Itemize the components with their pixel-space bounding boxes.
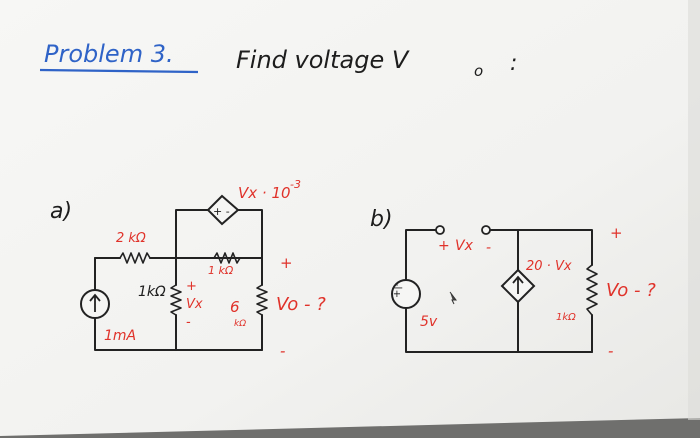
- resistor-a-mid: [170, 284, 182, 316]
- problem-label: Problem 3.: [44, 40, 174, 68]
- r-top-label-a: 2 kΩ: [116, 231, 146, 246]
- resistor-b: [586, 264, 598, 316]
- vx-minus-b: -: [486, 240, 491, 256]
- resistor-a-load: [256, 284, 268, 316]
- circuit-b: b) +|- + Vx - 5v 20 · Vx 1kΩ + Vo - ? -: [370, 207, 656, 360]
- dep-source-polarity-a: + -: [213, 205, 230, 218]
- vo-minus-a: -: [280, 342, 285, 360]
- r-label-b: 1kΩ: [556, 312, 576, 323]
- wire-a-dep-left: [175, 209, 209, 259]
- vx-plus-a: +: [186, 279, 197, 294]
- voltage-source-b: [391, 279, 421, 309]
- wire-b-bottom: [405, 307, 593, 353]
- circuit-b-label: b): [370, 207, 393, 232]
- dep-voltage-source-a: [206, 194, 240, 226]
- vo-plus-a: +: [280, 254, 293, 272]
- wire-b-top: [489, 229, 593, 266]
- circuit-a-label: a): [50, 199, 72, 224]
- arrow-up-icon: [512, 275, 524, 294]
- instruction-subscript: o: [474, 62, 483, 80]
- wire-b-left-top: [405, 229, 437, 281]
- r-mid-label-a: 1kΩ: [138, 284, 166, 300]
- instruction-text: Find voltage V: [236, 46, 410, 74]
- arrow-up-icon: [89, 293, 101, 312]
- dep-current-label-b: 20 · Vx: [526, 259, 572, 274]
- vx-label-a: Vx: [186, 297, 203, 312]
- title-underline: [39, 68, 199, 74]
- circuit-a: a) + - Vx · 10 -3 2 kΩ 1 kΩ 1kΩ + Vx: [50, 178, 326, 360]
- current-source-label-a: 1mA: [104, 328, 136, 344]
- instruction-colon: :: [510, 51, 517, 76]
- terminal-b-left: [435, 225, 445, 235]
- cursor-icon: [449, 291, 457, 305]
- vo-plus-b: +: [610, 224, 623, 242]
- dep-source-label-a: Vx · 10: [238, 184, 291, 202]
- terminal-b-right: [481, 225, 491, 235]
- voltage-source-polarity-b: +|-: [392, 282, 403, 298]
- vo-label-b: Vo - ?: [606, 280, 656, 301]
- vx-label-b: Vx: [455, 238, 474, 254]
- title-group: Problem 3. Find voltage V o :: [39, 40, 517, 80]
- voltage-source-label-b: 5v: [420, 314, 438, 330]
- vo-label-a: Vo - ?: [276, 294, 326, 315]
- wire-a-bottom: [94, 317, 263, 351]
- resistor-a-top: [119, 252, 151, 264]
- vx-plus-b: +: [438, 238, 450, 254]
- r-load-unit-a: kΩ: [234, 319, 246, 329]
- resistor-a-top-right: [213, 252, 241, 264]
- r-right-label-a: 1 kΩ: [208, 264, 234, 277]
- dep-source-exp-a: -3: [290, 178, 301, 191]
- wire-a-dep-right: [237, 209, 263, 259]
- vx-minus-a: -: [186, 315, 191, 330]
- vo-minus-b: -: [608, 342, 613, 360]
- r-load-label-a: 6: [230, 298, 240, 316]
